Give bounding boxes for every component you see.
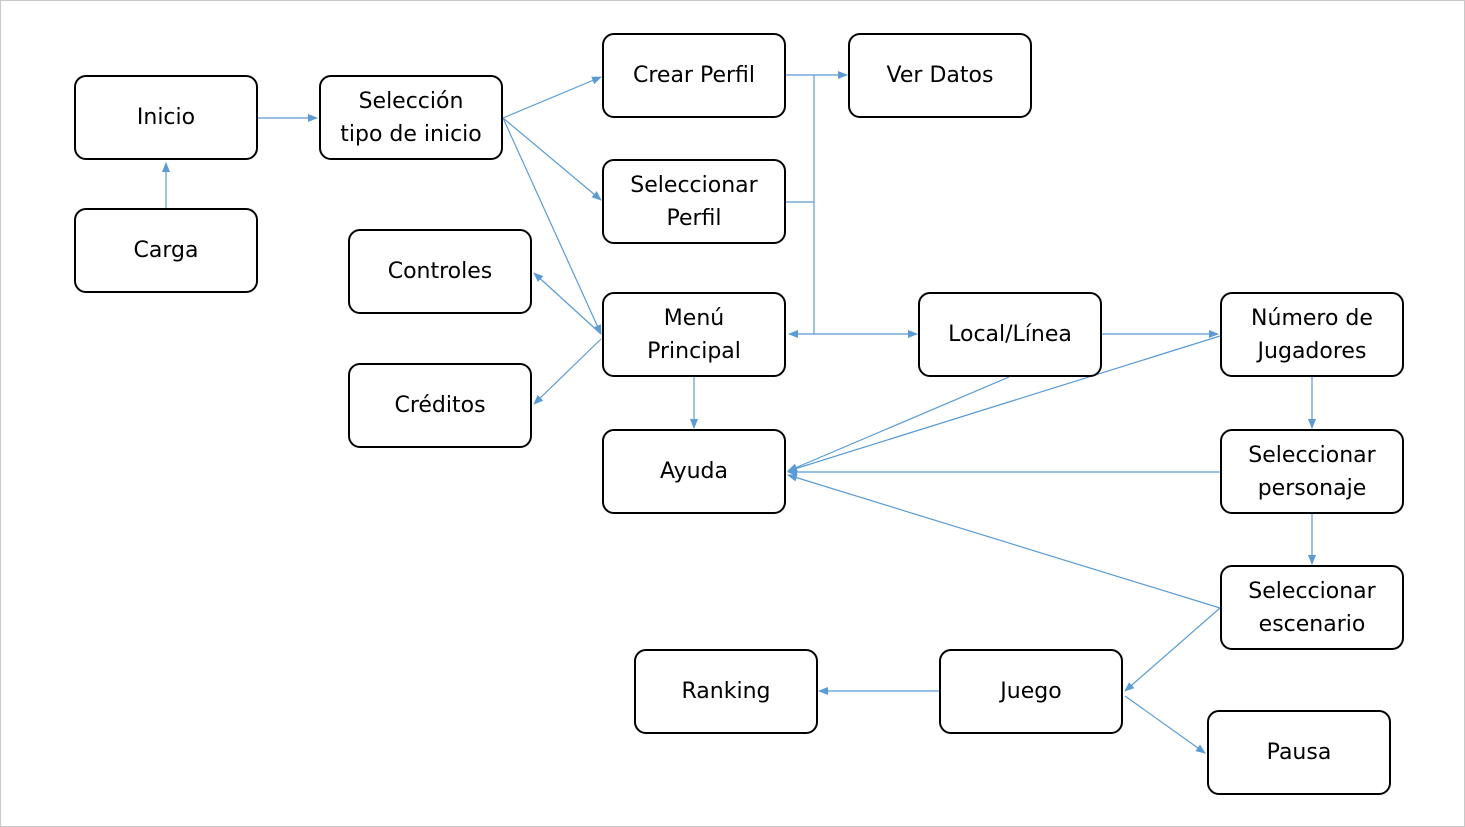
edge-juego-pausa [1124, 695, 1206, 754]
node-seleccion-tipo-inicio[interactable]: Selección tipo de inicio [319, 75, 503, 160]
node-seleccionar-escenario[interactable]: Seleccionar escenario [1220, 565, 1404, 650]
node-controles[interactable]: Controles [348, 229, 532, 314]
edge-seleccion-crear-perfil [502, 76, 602, 119]
node-crear-perfil[interactable]: Crear Perfil [602, 33, 786, 118]
node-seleccionar-perfil[interactable]: Seleccionar Perfil [602, 159, 786, 244]
node-inicio[interactable]: Inicio [74, 75, 258, 160]
edge-escenario-ayuda [787, 473, 1221, 609]
node-seleccionar-personaje[interactable]: Seleccionar personaje [1220, 429, 1404, 514]
edge-menu-controles [533, 272, 602, 335]
edge-numero-ayuda [787, 335, 1221, 473]
node-ver-datos[interactable]: Ver Datos [848, 33, 1032, 118]
node-menu-principal[interactable]: Menú Principal [602, 292, 786, 377]
node-juego[interactable]: Juego [939, 649, 1123, 734]
node-local-linea[interactable]: Local/Línea [918, 292, 1102, 377]
edge-seleccion-seleccionar-perfil [502, 117, 602, 201]
edge-menu-creditos [533, 338, 602, 405]
edge-local-ayuda [787, 376, 1010, 472]
node-pausa[interactable]: Pausa [1207, 710, 1391, 795]
node-creditos[interactable]: Créditos [348, 363, 532, 448]
node-carga[interactable]: Carga [74, 208, 258, 293]
node-numero-jugadores[interactable]: Número de Jugadores [1220, 292, 1404, 377]
node-ranking[interactable]: Ranking [634, 649, 818, 734]
edge-escenario-juego [1124, 607, 1221, 692]
node-ayuda[interactable]: Ayuda [602, 429, 786, 514]
edge-seleccion-menu-principal [502, 117, 602, 335]
